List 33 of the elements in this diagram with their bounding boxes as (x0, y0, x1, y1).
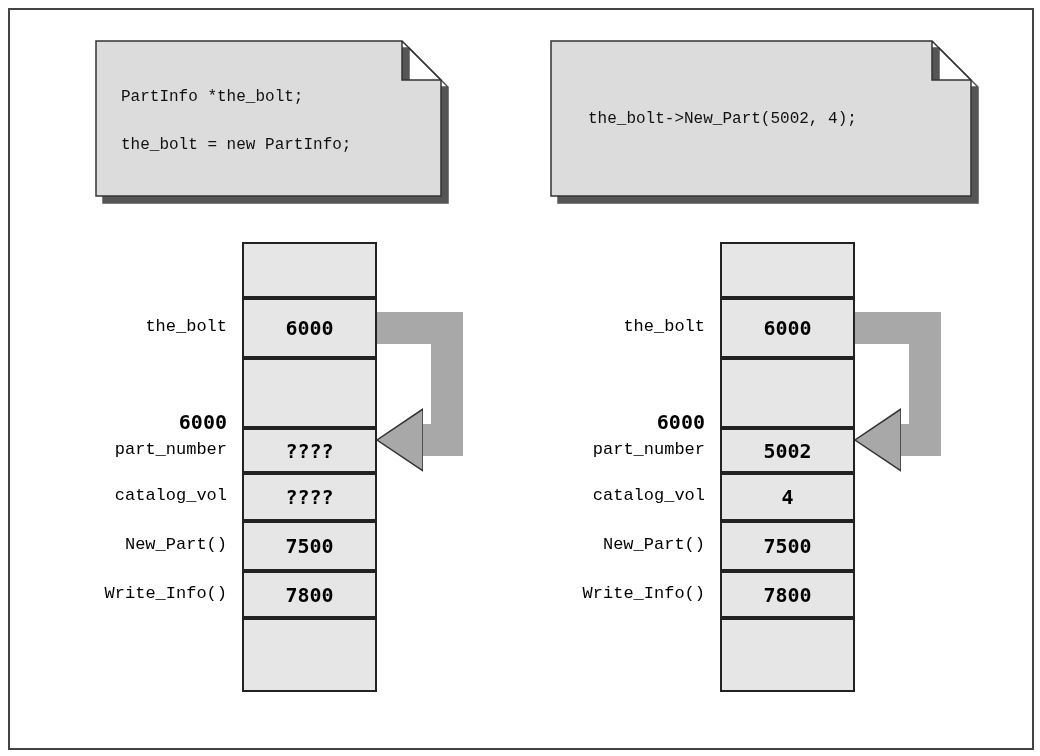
memory-cell (720, 618, 855, 692)
variable-label: the_bolt (623, 317, 705, 336)
memory-cell (242, 242, 377, 298)
memory-cell: 5002 (720, 428, 855, 473)
code-line: the_bolt->New_Part(5002, 4); (588, 110, 857, 128)
variable-label: Write_Info() (104, 583, 227, 603)
memory-cell: 7500 (720, 521, 855, 571)
memory-cell: 4 (720, 473, 855, 521)
address-label: 6000 (656, 410, 705, 434)
code-line: PartInfo *the_bolt; (121, 88, 304, 106)
memory-cell: 7800 (720, 571, 855, 618)
memory-cell (242, 358, 377, 428)
address-label: 6000 (178, 410, 227, 434)
memory-cell: ???? (242, 473, 377, 521)
memory-cell: 7500 (242, 521, 377, 571)
pointer-arrow (376, 312, 463, 472)
pointer-arrow (854, 312, 941, 472)
memory-cell: 6000 (720, 298, 855, 358)
variable-label: New_Part() (602, 535, 705, 554)
variable-label: Write_Info() (582, 583, 705, 603)
variable-label: New_Part() (124, 535, 227, 554)
memory-cell (720, 242, 855, 298)
code-line: the_bolt = new PartInfo; (121, 136, 352, 154)
memory-cell: 7800 (242, 571, 377, 618)
variable-label: part_number (592, 439, 705, 459)
variable-label: part_number (114, 439, 227, 459)
memory-cell (720, 358, 855, 428)
variable-label: catalog_vol (592, 486, 705, 505)
memory-cell: 6000 (242, 298, 377, 358)
variable-label: catalog_vol (114, 486, 227, 505)
variable-label: the_bolt (145, 317, 227, 336)
memory-cell: ???? (242, 428, 377, 473)
memory-cell (242, 618, 377, 692)
